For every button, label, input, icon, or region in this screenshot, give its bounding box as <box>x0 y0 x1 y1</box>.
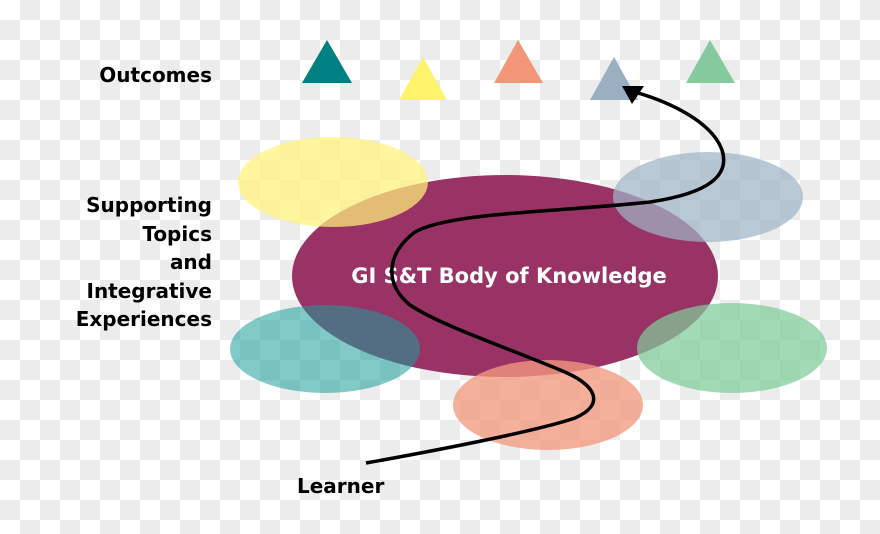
outcomes-label: Outcomes <box>99 63 212 87</box>
supporting-line-4: Integrative <box>86 278 213 303</box>
outcome-triangle-teal <box>302 40 352 83</box>
topic-ellipse-green <box>637 303 827 393</box>
outcome-triangle-yellow <box>399 57 447 100</box>
learner-path-arrow <box>365 90 726 465</box>
outcome-triangle-green <box>686 40 735 83</box>
supporting-line-3: and <box>169 250 212 274</box>
topic-ellipses <box>230 137 827 450</box>
topic-ellipse-salmon <box>453 360 643 450</box>
outcome-triangle-salmon <box>494 40 543 83</box>
learner-label: Learner <box>297 474 385 498</box>
topic-ellipse-grey-blue <box>613 152 803 242</box>
arrowhead-icon <box>622 86 644 104</box>
body-of-knowledge-title: GI S&T Body of Knowledge <box>351 264 667 288</box>
topic-ellipse-yellow <box>238 137 428 227</box>
outcome-triangles <box>302 40 735 100</box>
topic-ellipse-teal <box>230 305 420 393</box>
supporting-line-2: Topics <box>142 221 212 246</box>
supporting-topics-label: Supporting Topics and Integrative Experi… <box>20 191 212 334</box>
supporting-line-5: Experiences <box>75 307 212 331</box>
supporting-line-1: Supporting <box>86 193 212 217</box>
